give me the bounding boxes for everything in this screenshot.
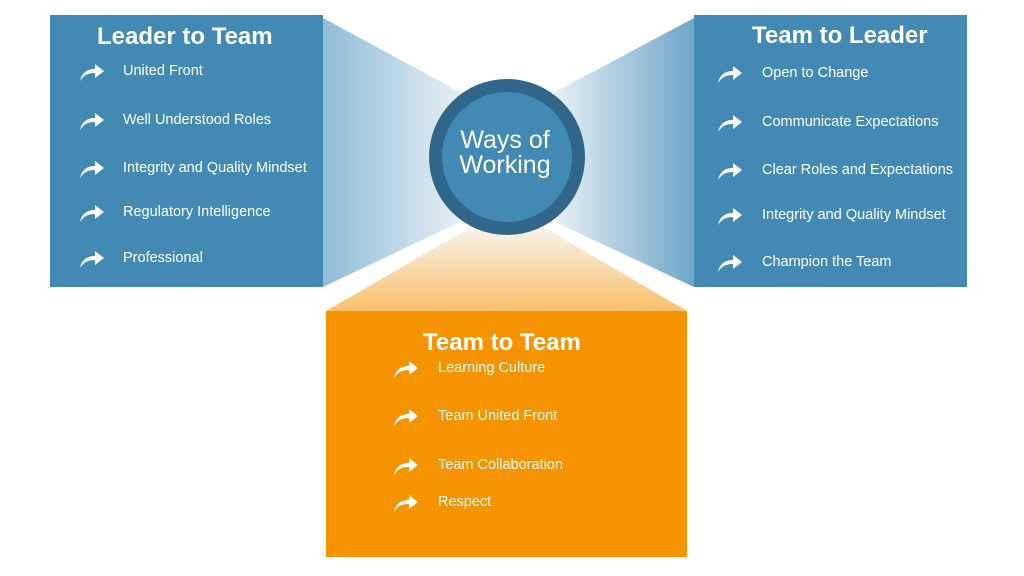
- center-label: Ways of Working: [445, 128, 565, 178]
- curved-arrow-icon: [393, 359, 419, 379]
- list-item: Respect: [438, 494, 492, 510]
- team-to-leader-title: Team to Leader: [752, 22, 928, 49]
- team-to-team-box: [326, 311, 687, 557]
- list-item: Integrity and Quality Mindset: [762, 207, 946, 223]
- curved-arrow-icon: [79, 159, 105, 179]
- list-item: Professional: [123, 250, 203, 266]
- left-funnel: [323, 18, 460, 287]
- list-item: Regulatory Intelligence: [123, 204, 271, 220]
- leader-to-team-box: [50, 15, 323, 287]
- center-label-line2: Working: [459, 151, 551, 179]
- curved-arrow-icon: [717, 206, 743, 226]
- curved-arrow-icon: [717, 64, 743, 84]
- list-item: Champion the Team: [762, 254, 892, 270]
- list-item: Communicate Expectations: [762, 114, 939, 130]
- list-item: Team Collaboration: [438, 457, 563, 473]
- curved-arrow-icon: [393, 407, 419, 427]
- list-item: Open to Change: [762, 65, 869, 81]
- list-item: Clear Roles and Expectations: [762, 162, 954, 178]
- curved-arrow-icon: [393, 493, 419, 513]
- list-item: Well Understood Roles: [123, 112, 272, 128]
- bottom-funnel: [326, 228, 687, 311]
- list-item: United Front: [123, 63, 203, 79]
- curved-arrow-icon: [79, 249, 105, 269]
- curved-arrow-icon: [79, 111, 105, 131]
- list-item: Team United Front: [438, 408, 558, 424]
- list-item: Integrity and Quality Mindset: [123, 160, 307, 176]
- team-to-leader-box: [694, 15, 967, 287]
- team-to-team-title: Team to Team: [423, 329, 581, 356]
- right-funnel: [555, 18, 694, 287]
- curved-arrow-icon: [79, 203, 105, 223]
- curved-arrow-icon: [393, 456, 419, 476]
- curved-arrow-icon: [79, 62, 105, 82]
- curved-arrow-icon: [717, 253, 743, 273]
- curved-arrow-icon: [717, 161, 743, 181]
- center-circle: [442, 92, 572, 222]
- curved-arrow-icon: [717, 113, 743, 133]
- list-item: Learning Culture: [438, 360, 546, 376]
- leader-to-team-title: Leader to Team: [97, 23, 273, 50]
- center-label-line1: Ways of: [460, 126, 550, 154]
